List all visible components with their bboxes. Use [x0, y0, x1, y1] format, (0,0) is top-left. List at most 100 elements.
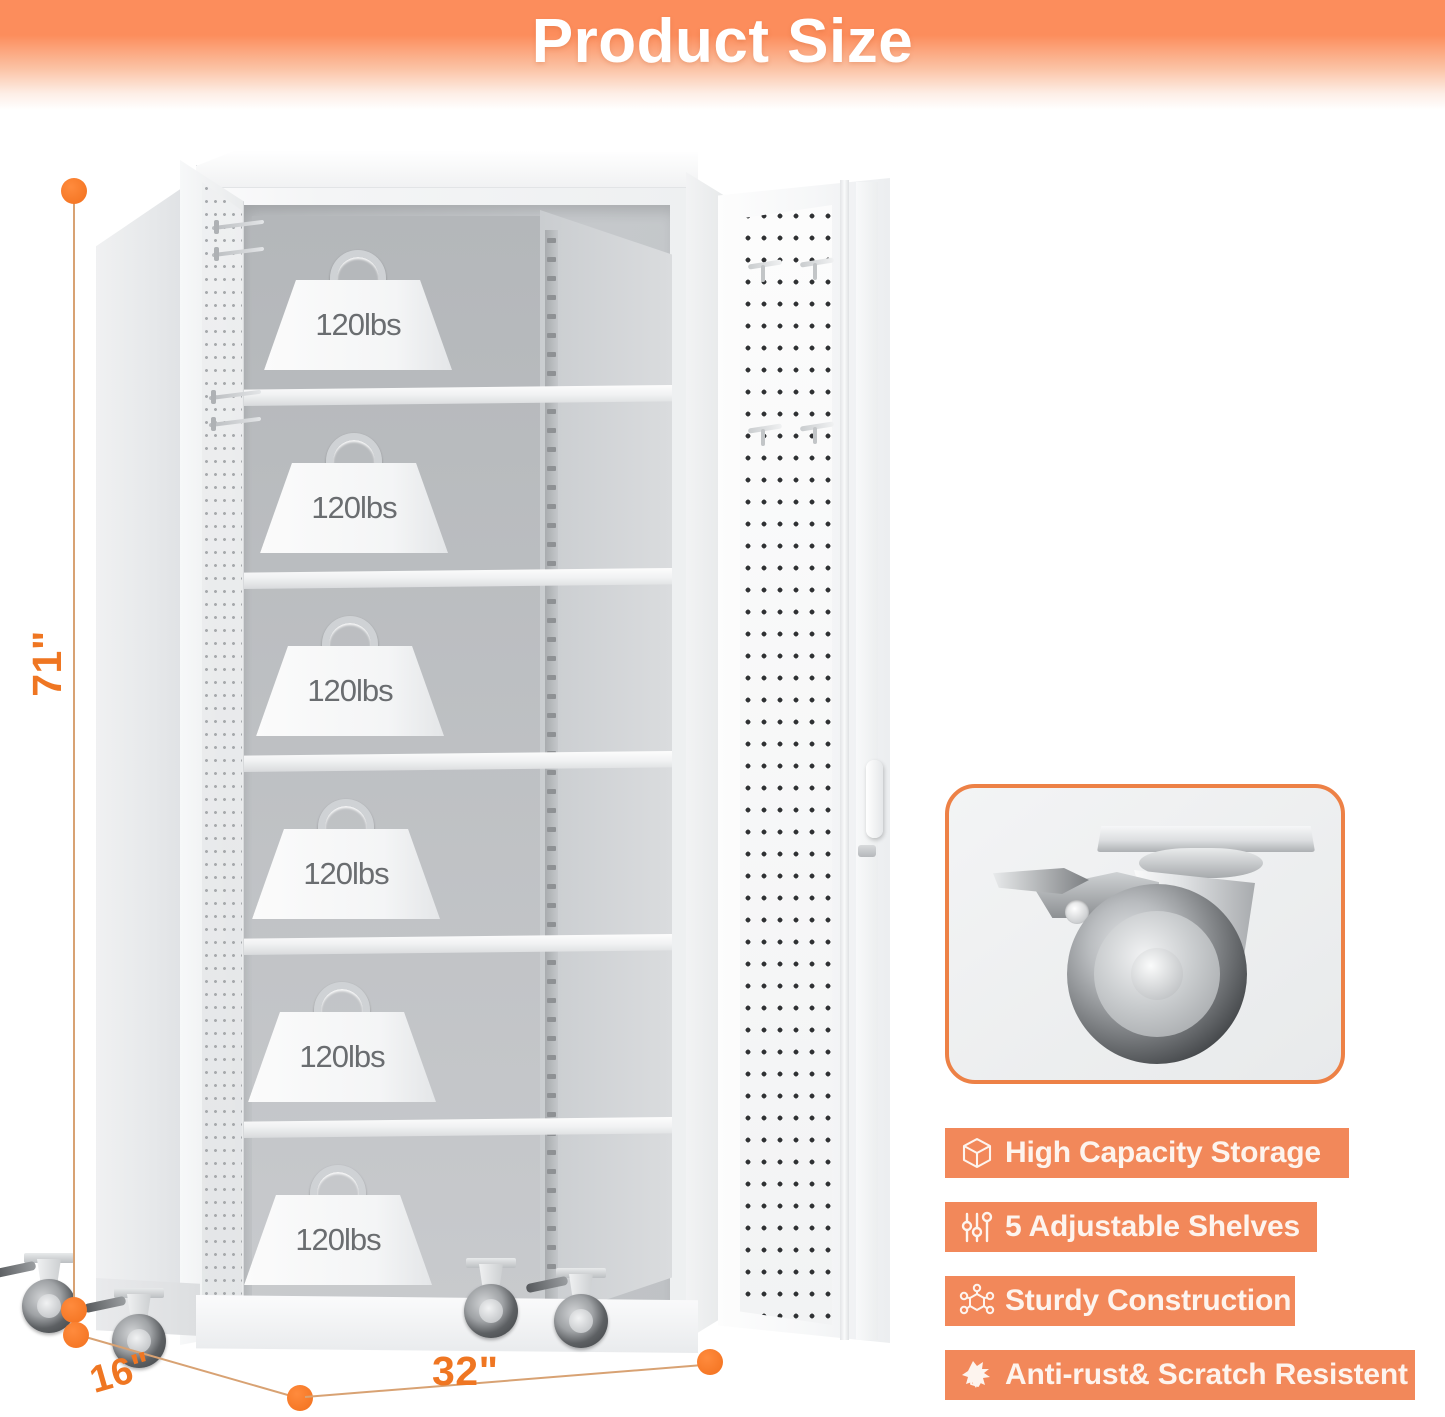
caster-wheel [460, 1258, 522, 1344]
shelf-slot [547, 409, 556, 414]
shelf-slot [547, 1207, 556, 1212]
product-illustration: (function(){ var s=document.getElementBy… [0, 110, 940, 1417]
feature-badge-high-capacity-storage: High Capacity Storage [945, 1128, 1349, 1178]
weight-label: 120lbs [315, 307, 401, 342]
door-rail [840, 180, 849, 1340]
shelf-slot [547, 599, 556, 604]
pegboard-hook-icon [748, 258, 782, 284]
shelf-slot [547, 808, 556, 813]
pegboard-hook-icon [800, 420, 834, 446]
shelf-slot [547, 922, 556, 927]
shelf-slot [547, 352, 556, 357]
pegboard-hook-icon [209, 415, 261, 435]
shelf [240, 568, 672, 589]
shelf-slot [547, 1169, 556, 1174]
weight-block: 120lbs [252, 799, 440, 919]
feature-badge-label: High Capacity Storage [1005, 1136, 1321, 1169]
shelf-slot [547, 846, 556, 851]
door-rail [856, 182, 878, 1340]
pegboard-hook-icon [212, 245, 264, 265]
shelf-slot [547, 295, 556, 300]
feature-badge-adjustable-shelves: 5 Adjustable Shelves [945, 1202, 1317, 1252]
shelf-slot [547, 371, 556, 376]
weight-block: 120lbs [260, 433, 448, 553]
header-banner: Product Size [0, 0, 1445, 110]
caster-brake-lever [0, 1260, 37, 1279]
shelf-slot [547, 238, 556, 243]
weight-block: 120lbs [244, 1165, 432, 1285]
feature-badge-sturdy-construction: Sturdy Construction [945, 1276, 1295, 1326]
caster-wheel [525, 1268, 612, 1354]
weight-handle-icon [322, 616, 378, 650]
caster-hub [479, 1299, 503, 1323]
shelf-slot [547, 1036, 556, 1041]
rust-shield-icon [958, 1356, 996, 1394]
shelf-slot [547, 656, 556, 661]
shelf [240, 751, 672, 772]
weight-face: 120lbs [256, 646, 444, 736]
shelf-slot [547, 561, 556, 566]
feature-badge-label: Anti-rust& Scratch Resistent [1005, 1358, 1408, 1391]
page-title: Product Size [531, 7, 914, 76]
shelf [240, 385, 672, 406]
door-handle[interactable] [866, 760, 883, 838]
shelf-slot [547, 713, 556, 718]
caster-plate [556, 1268, 606, 1278]
weight-label: 120lbs [303, 856, 389, 891]
pegboard-hook-icon [748, 422, 782, 448]
shelf-slot [547, 1074, 556, 1079]
shelf-slot [547, 979, 556, 984]
weight-label: 120lbs [295, 1222, 381, 1257]
shelf-slot [547, 1264, 556, 1269]
pegboard-hook-icon [800, 256, 834, 282]
feature-badge-label: Sturdy Construction [1005, 1284, 1292, 1317]
shelf-slot [547, 732, 556, 737]
shelf-slot [547, 504, 556, 509]
weight-face: 120lbs [248, 1012, 436, 1102]
shelf-slot [547, 827, 556, 832]
shelf-slot [547, 789, 556, 794]
shelf [240, 934, 672, 955]
caster-plate [466, 1258, 516, 1268]
shelf-slot [547, 428, 556, 433]
shelf-slot [547, 257, 556, 262]
shelf-slot [547, 694, 556, 699]
shelf-slot [547, 276, 556, 281]
weight-face: 120lbs [244, 1195, 432, 1285]
cabinet-top-cap [196, 150, 698, 188]
caster-hub [569, 1309, 593, 1333]
weight-label: 120lbs [311, 490, 397, 525]
dimension-label-width: 32" [432, 1348, 499, 1394]
shelf-slot [547, 1093, 556, 1098]
shelf-slot [547, 1150, 556, 1155]
weight-face: 120lbs [264, 280, 452, 370]
caster-wheel-with-brake-icon [979, 814, 1323, 1064]
shelf-slot [547, 618, 556, 623]
weight-handle-icon [326, 433, 382, 467]
feature-badge-label: 5 Adjustable Shelves [1005, 1210, 1301, 1243]
shelf-slot [547, 903, 556, 908]
shelf-slot [547, 1188, 556, 1193]
weight-block: 120lbs [264, 250, 452, 370]
shelf-slot [547, 1226, 556, 1231]
pegboard-panel-icon [202, 182, 242, 1322]
pegboard-hook-icon [212, 218, 264, 238]
shelf-slot [547, 1112, 556, 1117]
feature-badge-anti-rust-scratch-resistant: Anti-rust& Scratch Resistent [945, 1350, 1415, 1400]
dimension-endpoint-dot [697, 1349, 723, 1375]
shelf-slot [547, 314, 556, 319]
shelf-slot [547, 865, 556, 870]
shelf-slot [547, 1017, 556, 1022]
shelf-slot [547, 770, 556, 775]
caster-mounting-plate [1097, 826, 1315, 852]
pegboard-panel-icon [740, 205, 832, 1325]
caster-hub [1131, 948, 1183, 1000]
dimension-endpoint-dot [63, 1322, 89, 1348]
door-lock-icon[interactable] [858, 845, 876, 857]
dimension-line-height [73, 195, 75, 1315]
weight-handle-icon [330, 250, 386, 284]
shelf-slot [547, 542, 556, 547]
sliders-icon [958, 1208, 996, 1246]
caster-plate [114, 1288, 164, 1298]
cabinet-right-door-edge[interactable] [686, 172, 724, 1340]
